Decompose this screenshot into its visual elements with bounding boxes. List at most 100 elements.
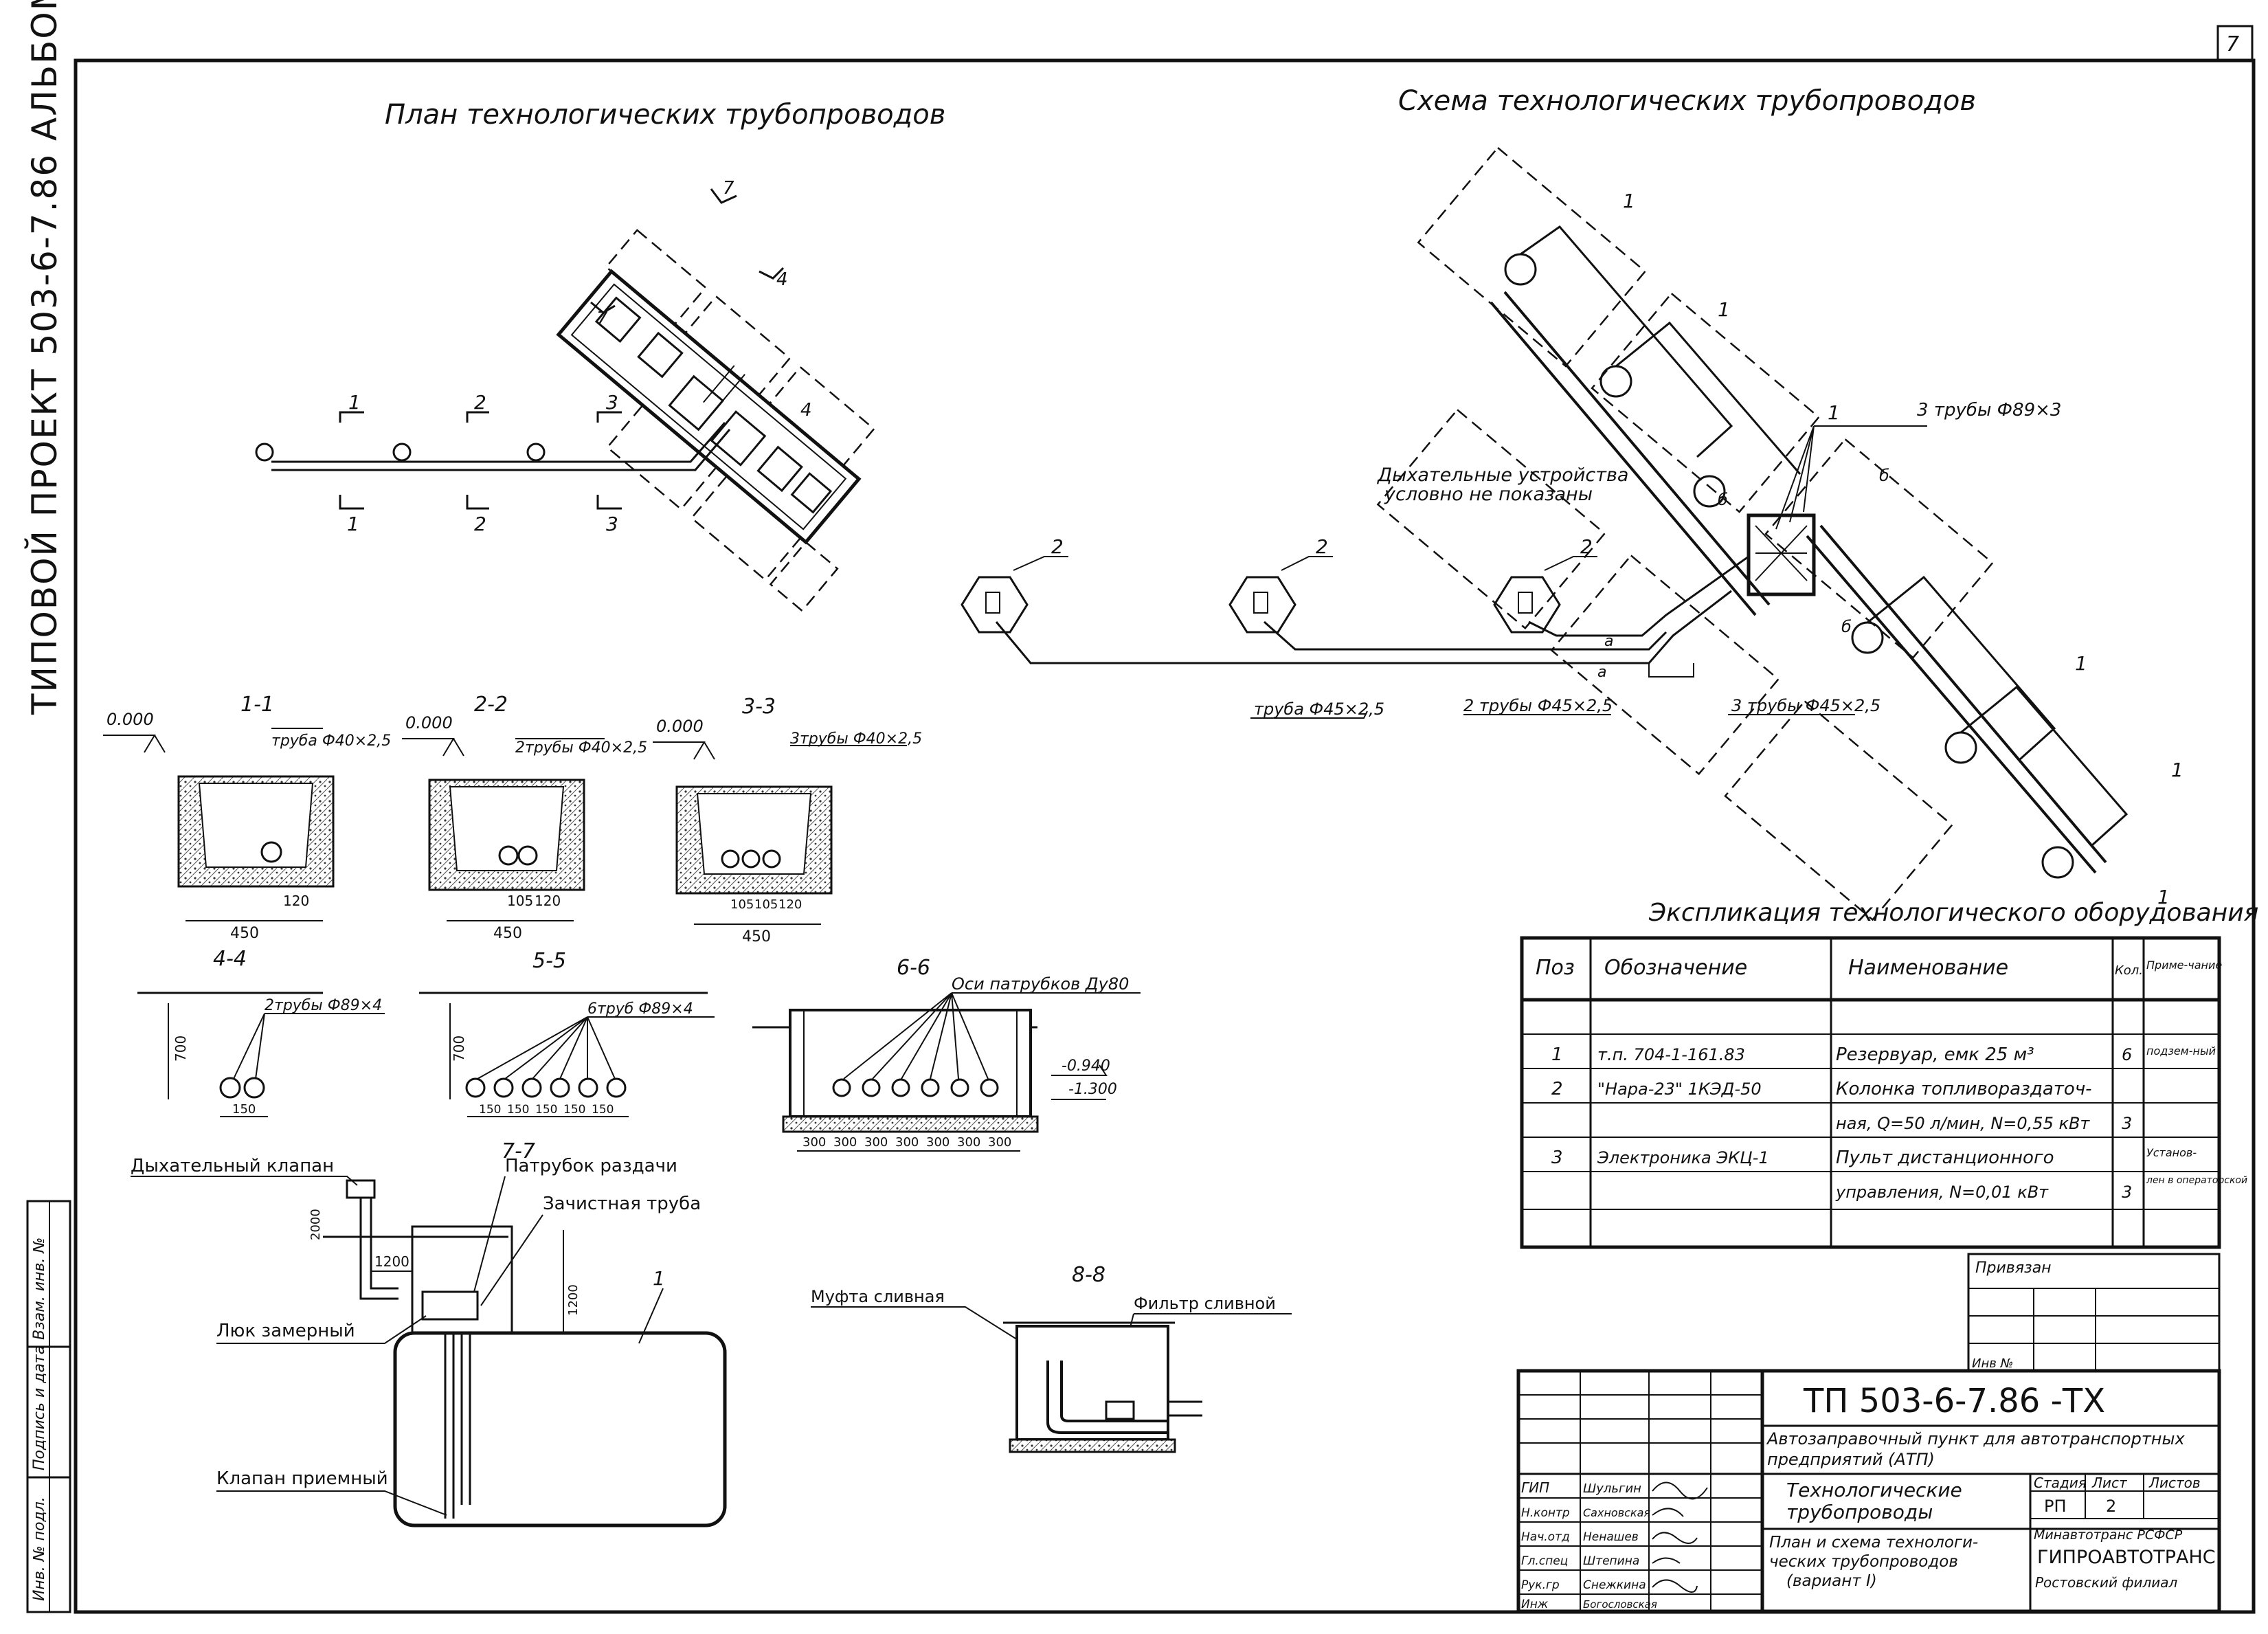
s66-title: 6-6: [897, 956, 930, 980]
s77-breather: Дыхательный клапан: [131, 1156, 334, 1176]
s33-dim-105b: 105: [754, 897, 778, 912]
plan-dispenser-3: [526, 443, 546, 462]
scheme-breathing: Дыхательные устройства: [1377, 465, 1628, 486]
stamp-privyazan: Привязан: [1975, 1260, 2052, 1277]
s11-title: 1-1: [240, 693, 274, 717]
expl-h-qty: Кол.: [2115, 963, 2143, 978]
s77-cleanout: Зачистная труба: [543, 1194, 701, 1214]
scheme-label-b2: б: [1879, 466, 1889, 485]
section-2-2: 2-2 0.000 2трубы Ф40×2,5 105 120 450: [402, 693, 647, 942]
stamp-stage-h: Стадия: [2034, 1475, 2087, 1491]
s77-hatch: Люк замерный: [216, 1321, 355, 1341]
s66-level2: -1.300: [1068, 1081, 1117, 1098]
plan-mark-3b: 3: [606, 513, 618, 535]
s66-dim-6: 300: [957, 1135, 980, 1150]
name-3: Ненашев: [1583, 1530, 1639, 1544]
scheme-pos-1e: 1: [2171, 759, 2183, 781]
s55-dim-5: 150: [592, 1103, 614, 1117]
scheme-dispenser-1: [961, 576, 1029, 634]
s77-dim-1200a: 1200: [374, 1253, 409, 1270]
scheme-tank-2: [1599, 365, 1632, 398]
plan-mark-2b: 2: [474, 513, 486, 535]
expl-r2-des: "Нара-23" 1КЭД-50: [1597, 1079, 1762, 1099]
s33-pipe: 3трубы Ф40×2,5: [790, 730, 922, 748]
scheme-tank-6: [2041, 846, 2074, 879]
left-strip: Инв. № подл. Подпись и дата Взам. инв. №: [26, 1200, 71, 1613]
s11-dim-450: 450: [230, 925, 259, 942]
scheme-pos-1b: 1: [1718, 298, 1730, 321]
scheme-tank-3: [1693, 475, 1726, 508]
scheme-tank-1: [1504, 253, 1537, 286]
explication-table: Экспликация технологического оборудовани…: [1520, 899, 2258, 1249]
plan-dispenser-2: [392, 443, 412, 462]
section-5-5: 5-5 700 6труб Ф89×4 150 150 150 150 150: [419, 949, 715, 1117]
expl-h-note: Приме-чание: [2146, 959, 2222, 972]
page-number: 7: [2226, 32, 2239, 56]
plan-mark-4a: 4: [776, 269, 788, 290]
section-1-1: 1-1 0.000 труба Ф40×2,5 120 450: [103, 693, 391, 942]
s33-dim-105a: 105: [730, 897, 754, 912]
expl-r1-qty: 6: [2122, 1045, 2132, 1064]
expl-r2-qty: 3: [2122, 1114, 2132, 1133]
plan-mark-4b: 4: [800, 400, 812, 421]
s55-dim-4: 150: [563, 1103, 585, 1117]
stamp-list: 2: [2106, 1497, 2116, 1516]
expl-title: Экспликация технологического оборудовани…: [1648, 899, 2258, 927]
expl-r3-name: Пульт дистанционного: [1836, 1148, 2054, 1168]
s44-pipe: 2трубы Ф89×4: [265, 997, 382, 1014]
section-6-6: 6-6 Оси патрубков Ду80 -0.940 -1.300 300…: [752, 956, 1141, 1152]
stamp-part2: трубопроводы: [1786, 1501, 1933, 1523]
scheme-filter-block: [1747, 513, 1816, 596]
stamp-sheet-title3: (вариант I): [1786, 1572, 1877, 1590]
title-block: Привязан Инв № ГИП Н.контр Нач.отд Гл.сп…: [1516, 1253, 2221, 1613]
expl-r3-note: Установ-: [2146, 1146, 2197, 1159]
strip-inv: Инв. № подл.: [31, 1497, 48, 1601]
scheme-pos-1d: 1: [2075, 652, 2087, 675]
s66-level1: -0.940: [1062, 1057, 1110, 1075]
signatures: [1652, 1481, 1708, 1593]
plan-title: План технологических трубопроводов: [385, 99, 945, 131]
section-8-8: 8-8 Муфта сливная Фильтр сливной: [811, 1263, 1292, 1453]
stamp-org1: Минавтотранс РСФСР: [2034, 1527, 2183, 1543]
scheme-pos-1c: 1: [1828, 401, 1840, 424]
s66-dim-1: 300: [802, 1135, 826, 1150]
expl-r2-name: Колонка топливораздаточ-: [1836, 1079, 2092, 1099]
plan-dispenser-1: [255, 443, 274, 462]
plan-mark-1a: 1: [348, 391, 361, 414]
expl-r3-pos: 3: [1551, 1148, 1563, 1168]
stamp-object: Автозаправочный пункт для автотранспортн…: [1766, 1429, 2185, 1448]
expl-r2-pos: 2: [1551, 1079, 1563, 1099]
s22-dim-450: 450: [493, 925, 522, 942]
expl-h-pos: Поз: [1536, 956, 1575, 980]
s66-dim-3: 300: [864, 1135, 888, 1150]
s88-coupling: Муфта сливная: [811, 1287, 945, 1306]
expl-h-name: Наименование: [1848, 956, 2008, 980]
scheme-pos-1f: 1: [2157, 886, 2170, 908]
expl-r1-note: подзем-ный: [2146, 1044, 2216, 1057]
s55-dim-700: 700: [451, 1036, 467, 1062]
s88-title: 8-8: [1072, 1263, 1105, 1287]
scheme-pos-2a: 2: [1051, 535, 1064, 558]
section-7-7: 7-7 Дыхательный клапан 2000 1200 Патрубо…: [131, 1139, 727, 1527]
role-nachotd: Нач.отд: [1521, 1530, 1570, 1544]
stamp-sheet-title: План и схема технологи-: [1769, 1534, 1978, 1552]
s77-title: 7-7: [502, 1139, 535, 1163]
scheme-label-b1: б: [1718, 490, 1728, 509]
role-gip: ГИП: [1521, 1479, 1549, 1496]
expl-r3b-note: лен в операторской: [2146, 1175, 2247, 1186]
s11-pipe: труба Ф40×2,5: [271, 732, 391, 750]
scheme-drawing: 2 2 2 1 1 1 1 1 1 б б б а а 3 трубы Ф89×…: [961, 146, 2183, 921]
s11-level: 0.000: [106, 710, 154, 729]
s66-dim-7: 300: [988, 1135, 1011, 1150]
s22-pipe: 2трубы Ф40×2,5: [515, 739, 647, 757]
s77-pos: 1: [653, 1267, 665, 1290]
name-4: Штепина: [1583, 1554, 1639, 1568]
plan-mark-7a: 7: [723, 178, 734, 199]
scheme-pipe2: 2 трубы Ф45×2,5: [1463, 696, 1613, 715]
s55-title: 5-5: [532, 949, 566, 973]
s33-dim-120: 120: [778, 897, 802, 912]
scheme-pipe3: 3 трубы Ф45×2,5: [1731, 696, 1880, 715]
stamp-list-h: Лист: [2091, 1475, 2128, 1491]
